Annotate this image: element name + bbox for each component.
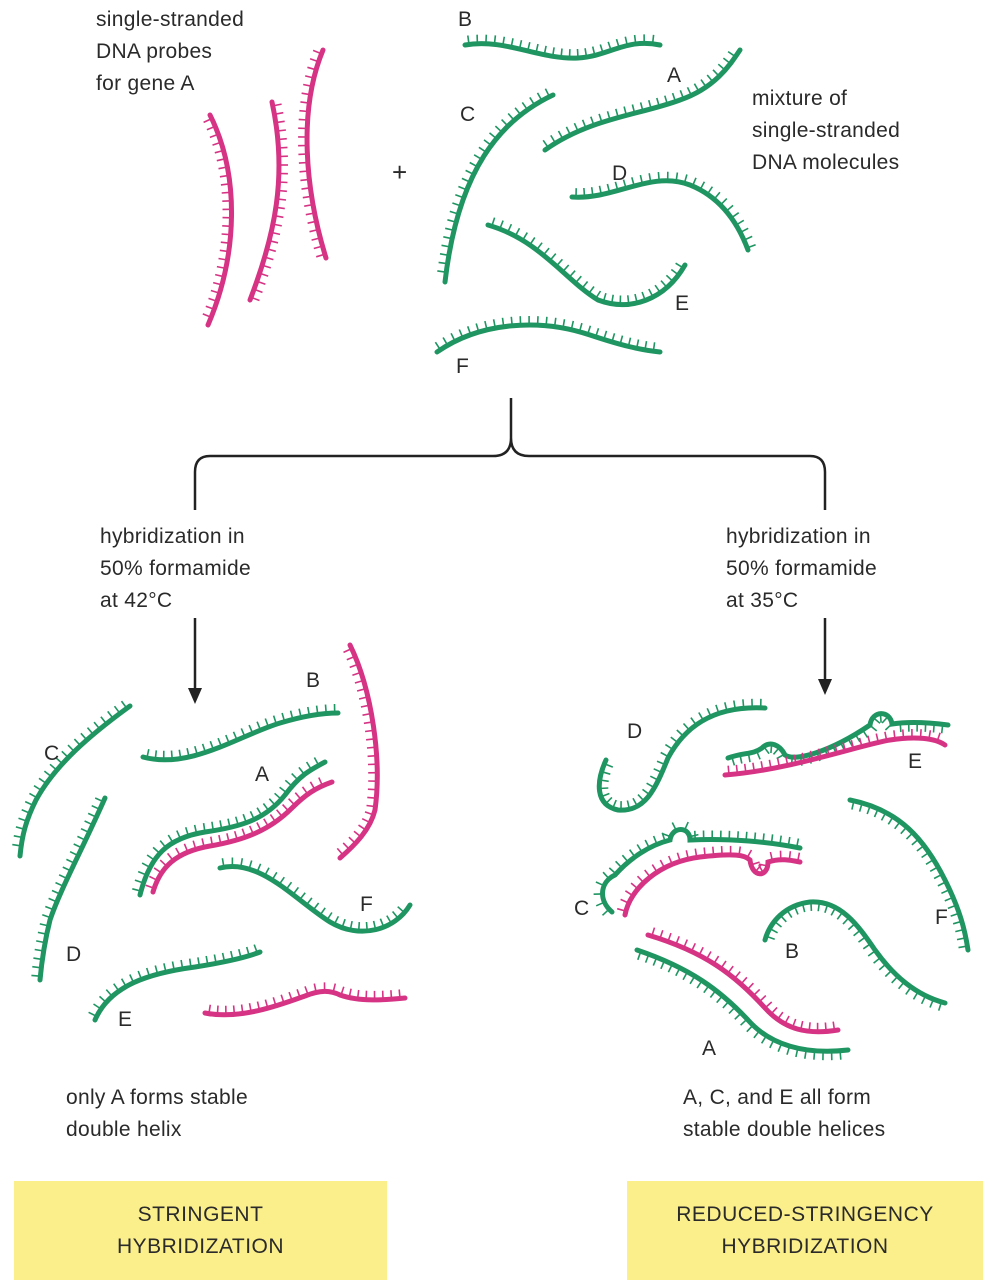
top-strand-d [572, 181, 748, 250]
probe-strand-1-bases [203, 119, 232, 318]
left-condition-line: 50% formamide [100, 553, 251, 585]
left-condition: hybridization in 50% formamide at 42°C [100, 521, 251, 617]
mixture-label-line: single-stranded [752, 115, 900, 147]
right-label-d: D [627, 720, 642, 744]
right-condition-line: at 35°C [726, 585, 877, 617]
probe-strand-2-bases [251, 104, 288, 300]
left-result-line: double helix [66, 1114, 248, 1146]
left-result-line: only A forms stable [66, 1082, 248, 1114]
left-strand-e-bases [89, 945, 258, 1017]
reduced-stringency-title-line: REDUCED-STRINGENCY [627, 1199, 983, 1231]
stringent-title-line: STRINGENT [14, 1199, 387, 1231]
right-result-line: stable double helices [683, 1114, 885, 1146]
right-strand-f-bases [852, 801, 968, 948]
right-label-e: E [908, 750, 922, 774]
top-strand-e [488, 225, 685, 305]
right-strand-a-green-bases [638, 951, 841, 1060]
left-label-e: E [118, 1008, 132, 1032]
right-condition-line: 50% formamide [726, 553, 877, 585]
probe-label-line: single-stranded [96, 4, 244, 36]
mixture-label-line: mixture of [752, 83, 900, 115]
left-label-a: A [255, 763, 269, 787]
top-label-a: A [667, 64, 681, 88]
top-label-b: B [458, 8, 472, 32]
top-label-e: E [675, 292, 689, 316]
stringent-title-box: STRINGENT HYBRIDIZATION [14, 1181, 387, 1280]
probe-label: single-stranded DNA probes for gene A [96, 4, 244, 100]
left-strand-c [20, 706, 130, 856]
right-condition: hybridization in 50% formamide at 35°C [726, 521, 877, 617]
split-brace [195, 398, 825, 510]
top-label-f: F [456, 355, 469, 379]
right-label-f: F [935, 906, 948, 930]
right-label-b: B [785, 940, 799, 964]
stringent-title-line: HYBRIDIZATION [14, 1231, 387, 1263]
left-condition-line: hybridization in [100, 521, 251, 553]
left-strand-a-green [140, 762, 325, 895]
stringent-title: STRINGENT HYBRIDIZATION [14, 1199, 387, 1263]
left-strand-b-bases [147, 704, 335, 760]
probe-strand-3 [307, 50, 326, 258]
mixture-label: mixture of single-stranded DNA molecules [752, 83, 900, 179]
right-strand-f [850, 800, 968, 950]
left-condition-line: at 42°C [100, 585, 251, 617]
top-strand-a [545, 50, 740, 150]
top-label-c: C [460, 103, 475, 127]
probe-label-line: DNA probes [96, 36, 244, 68]
right-condition-line: hybridization in [726, 521, 877, 553]
left-label-b: B [306, 669, 320, 693]
left-label-f: F [360, 893, 373, 917]
reduced-stringency-title: REDUCED-STRINGENCY HYBRIDIZATION [627, 1199, 983, 1263]
right-strand-c-probe [625, 855, 800, 915]
top-strand-f [437, 325, 660, 352]
probe-label-line: for gene A [96, 68, 244, 100]
top-label-d: D [612, 162, 627, 186]
probe-strand-2 [250, 102, 279, 300]
left-label-d: D [66, 943, 81, 967]
left-label-c: C [44, 742, 59, 766]
plus-sign: + [392, 160, 407, 184]
left-strand-a-probe-bases [146, 778, 323, 889]
right-label-a: A [702, 1037, 716, 1061]
mixture-label-line: DNA molecules [752, 147, 900, 179]
left-result: only A forms stable double helix [66, 1082, 248, 1146]
right-label-c: C [574, 897, 589, 921]
right-arrow-head [818, 679, 832, 695]
reduced-stringency-title-box: REDUCED-STRINGENCY HYBRIDIZATION [627, 1181, 983, 1280]
right-result-line: A, C, and E all form [683, 1082, 885, 1114]
reduced-stringency-title-line: HYBRIDIZATION [627, 1231, 983, 1263]
right-strand-a-green [637, 950, 848, 1051]
probe-strand-1 [208, 115, 232, 325]
left-arrow-head [188, 688, 202, 704]
right-result: A, C, and E all form stable double helic… [683, 1082, 885, 1146]
